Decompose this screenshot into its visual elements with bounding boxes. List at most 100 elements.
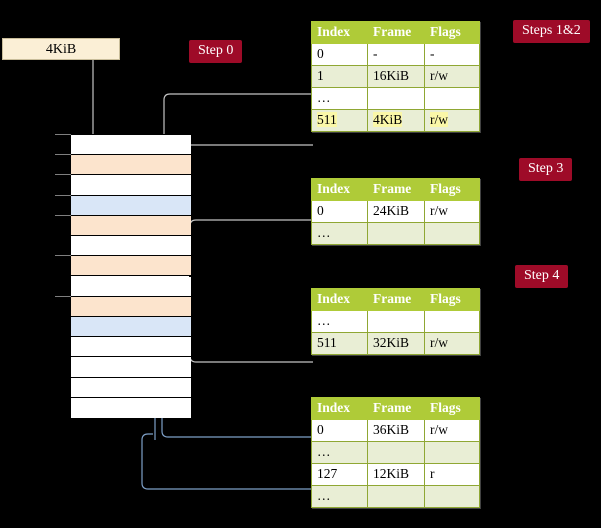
cell-index: … bbox=[311, 485, 368, 508]
table-row: … bbox=[311, 310, 480, 333]
cell-frame bbox=[367, 485, 425, 508]
memory-tick bbox=[55, 255, 71, 257]
column-header-flags: Flags bbox=[424, 288, 480, 311]
cell-flags: r/w bbox=[424, 419, 480, 442]
memory-tick bbox=[55, 295, 71, 297]
memory-tick bbox=[55, 154, 71, 156]
memory-frame-13 bbox=[71, 397, 191, 418]
column-header-index: Index bbox=[311, 288, 368, 311]
badge-steps-1-2: Steps 1&2 bbox=[513, 20, 590, 43]
cell-index: … bbox=[311, 222, 368, 245]
badge-step-0: Step 0 bbox=[189, 40, 243, 63]
badge-steps-1-2-label: Steps 1&2 bbox=[522, 23, 581, 38]
column-header-frame: Frame bbox=[367, 397, 425, 420]
cell-frame: 4KiB bbox=[367, 109, 425, 132]
memory-frame-6 bbox=[71, 256, 191, 277]
memory-tick bbox=[55, 194, 71, 196]
cell-index: 511 bbox=[311, 332, 368, 355]
ellipsis: … bbox=[317, 313, 332, 328]
memory-frame-8 bbox=[71, 296, 191, 317]
column-header-frame: Frame bbox=[367, 21, 425, 44]
column-header-flags: Flags bbox=[424, 21, 480, 44]
cell-frame: 32KiB bbox=[367, 332, 425, 355]
cell-flags bbox=[424, 87, 480, 110]
memory-frame-7 bbox=[71, 276, 191, 297]
memory-frame-12 bbox=[71, 377, 191, 398]
cell-flags: r/w bbox=[424, 65, 480, 88]
column-header-index: Index bbox=[311, 397, 368, 420]
column-header-flags: Flags bbox=[424, 178, 480, 201]
memory-frame-9 bbox=[71, 316, 191, 338]
cell-index: 1 bbox=[311, 65, 368, 88]
table-row: … bbox=[311, 485, 480, 508]
cell-frame: 24KiB bbox=[367, 200, 425, 223]
column-header-index: Index bbox=[311, 21, 368, 44]
cell-index: 127 bbox=[311, 463, 368, 486]
virtual-page-label: 4KiB bbox=[45, 42, 77, 57]
table-row: … bbox=[311, 222, 480, 245]
memory-frame-2 bbox=[71, 175, 191, 196]
table-row: … bbox=[311, 87, 480, 110]
column-header-flags: Flags bbox=[424, 397, 480, 420]
cell-frame: 16KiB bbox=[367, 65, 425, 88]
ellipsis: … bbox=[317, 488, 332, 503]
badge-step-0-label: Step 0 bbox=[198, 43, 234, 58]
cell-index: … bbox=[311, 310, 368, 333]
cell-index: … bbox=[311, 87, 368, 110]
cell-flags: r/w bbox=[424, 332, 480, 355]
cell-flags bbox=[424, 222, 480, 245]
cell-flags: r bbox=[424, 463, 480, 486]
badge-step-3-label: Step 3 bbox=[528, 161, 564, 176]
cell-flags: r/w bbox=[424, 200, 480, 223]
cell-flags bbox=[424, 485, 480, 508]
cell-frame: 12KiB bbox=[367, 463, 425, 486]
memory-tick bbox=[55, 134, 71, 135]
memory-frame-5 bbox=[71, 236, 191, 257]
badge-step-4: Step 4 bbox=[515, 265, 569, 288]
cell-frame bbox=[367, 441, 425, 464]
highlighted-value: r/w bbox=[430, 112, 448, 127]
ellipsis: … bbox=[317, 90, 332, 105]
cell-index: 0 bbox=[311, 200, 368, 223]
cell-index: … bbox=[311, 441, 368, 464]
ellipsis: … bbox=[317, 225, 332, 240]
ellipsis: … bbox=[317, 444, 332, 459]
memory-frame-10 bbox=[71, 337, 191, 358]
memory-tick bbox=[55, 214, 71, 216]
cell-index: 0 bbox=[311, 419, 368, 442]
memory-frame-4 bbox=[71, 215, 191, 237]
memory-frame-3 bbox=[71, 195, 191, 216]
memory-frame-1 bbox=[71, 155, 191, 176]
memory-frame-11 bbox=[71, 357, 191, 378]
cell-flags: - bbox=[424, 43, 480, 66]
cell-flags bbox=[424, 310, 480, 333]
column-header-index: Index bbox=[311, 178, 368, 201]
cell-frame bbox=[367, 87, 425, 110]
cell-flags: r/w bbox=[424, 109, 480, 132]
cell-frame: 36KiB bbox=[367, 419, 425, 442]
badge-step-3: Step 3 bbox=[519, 158, 573, 181]
table-row: 0-- bbox=[311, 43, 480, 66]
cell-frame: - bbox=[367, 43, 425, 66]
cell-index: 511 bbox=[311, 109, 368, 132]
cell-index: 0 bbox=[311, 43, 368, 66]
cell-frame bbox=[367, 222, 425, 245]
cell-frame bbox=[367, 310, 425, 333]
cell-flags bbox=[424, 441, 480, 464]
table-row: … bbox=[311, 441, 480, 464]
column-header-frame: Frame bbox=[367, 288, 425, 311]
